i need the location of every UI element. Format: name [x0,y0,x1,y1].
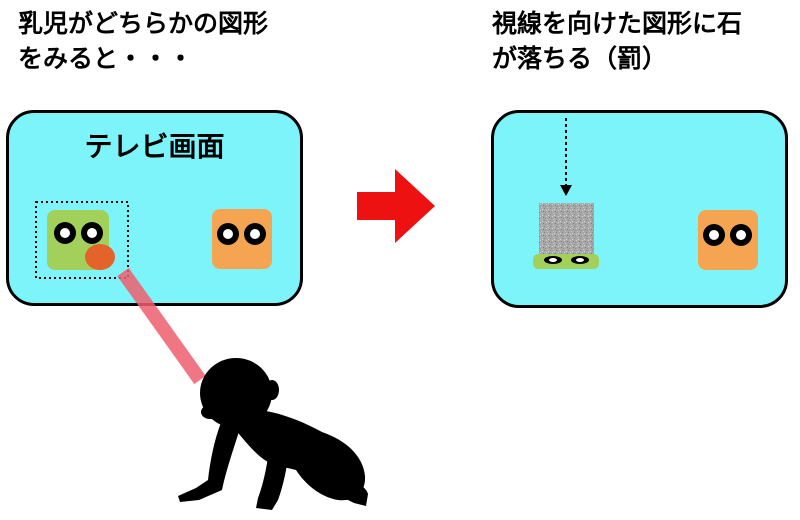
orange-face-shape-right [698,210,758,270]
right-arrow-icon [357,169,435,243]
caption-left-line1: 乳児がどちらかの図形 [18,9,269,38]
crawling-baby-silhouette-icon [178,358,368,510]
eyes-icon [54,222,103,244]
caption-left: 乳児がどちらかの図形 をみると・・・ [18,6,268,76]
tv-screen-before: テレビ画面 [6,110,303,306]
gaze-ray [117,267,206,385]
stone-icon [539,203,594,257]
caption-right-line2: が落ちる（罰） [492,44,668,73]
gaze-selection-box [35,201,129,279]
tv-screen-after [491,110,788,308]
tv-screen-label: テレビ画面 [84,130,225,163]
caption-left-line2: をみると・・・ [18,44,194,73]
crushed-green-shape [533,254,599,269]
eyes-icon [217,223,266,245]
orange-face-shape-left [212,209,272,269]
caption-right-line1: 視線を向けた図形に石 [492,9,743,38]
gaze-point-dot [85,244,115,270]
falling-arrow-head [560,185,572,196]
eyes-icon [703,224,752,246]
caption-right: 視線を向けた図形に石 が落ちる（罰） [492,6,742,76]
